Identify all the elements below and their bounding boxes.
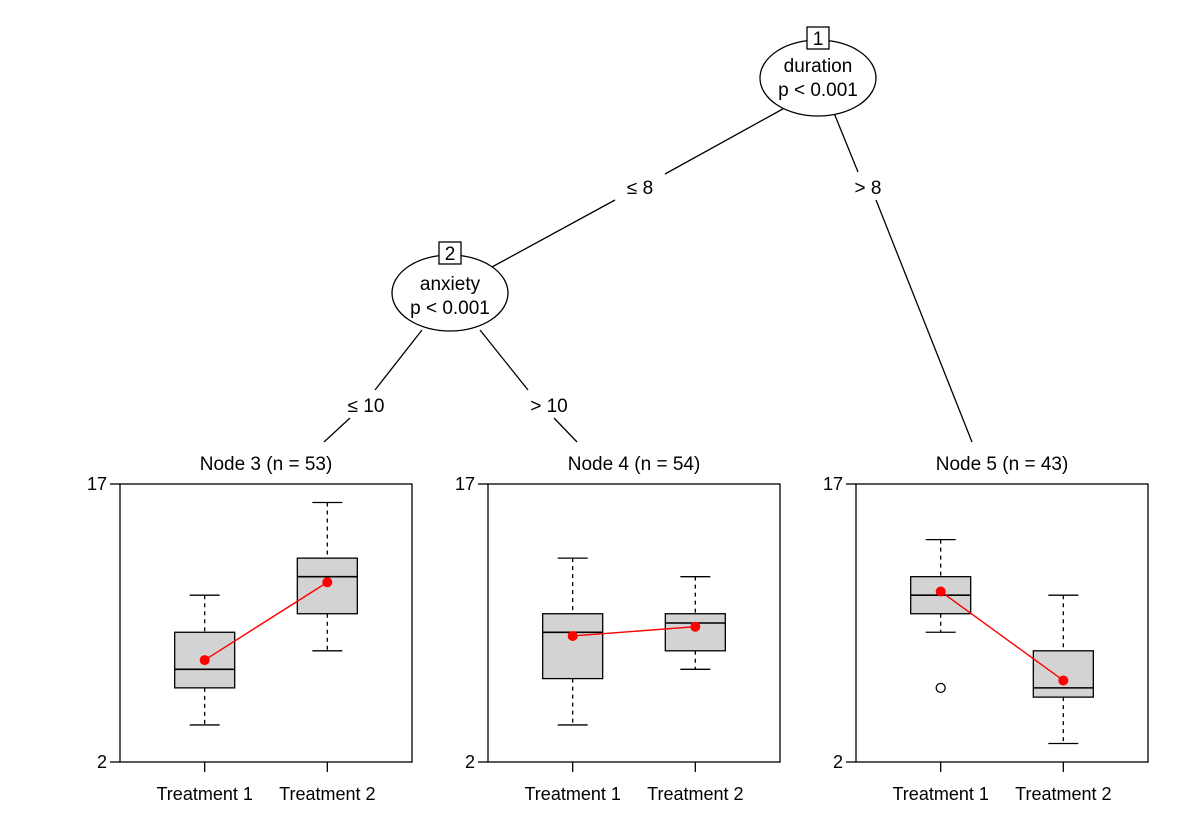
node-pvalue: p < 0.001 bbox=[778, 80, 858, 101]
x-tick-label: Treatment 2 bbox=[1015, 784, 1111, 804]
node-variable: duration bbox=[784, 56, 853, 77]
box-treatment-2 bbox=[296, 501, 358, 652]
panel-frame bbox=[487, 483, 781, 763]
box-treatment-2 bbox=[664, 576, 726, 670]
iqr-box bbox=[1032, 650, 1094, 698]
panel-frame bbox=[855, 483, 1149, 763]
mean-connector-line bbox=[572, 626, 696, 637]
x-tick-label: Treatment 2 bbox=[647, 784, 743, 804]
inner-node-2: 2 anxiety p < 0.001 bbox=[391, 241, 509, 332]
edge-line-node2-right-upper bbox=[479, 329, 529, 391]
box-treatment-1 bbox=[542, 557, 604, 726]
edge-label-le-10: ≤ 10 bbox=[348, 396, 385, 417]
inner-node-1: 1 duration p < 0.001 bbox=[759, 26, 877, 117]
mean-connector-line bbox=[204, 581, 328, 661]
mean-point bbox=[322, 577, 333, 588]
edge-line-node1-left-upper bbox=[664, 104, 791, 175]
panel-frame bbox=[119, 483, 413, 763]
box-treatment-1 bbox=[174, 594, 236, 726]
y-tick-label: 17 bbox=[455, 474, 475, 494]
node-id: 2 bbox=[445, 244, 456, 265]
y-tick-label: 17 bbox=[823, 474, 843, 494]
iqr-box bbox=[542, 613, 604, 680]
y-tick-label: 2 bbox=[465, 752, 475, 772]
y-tick-label: 17 bbox=[87, 474, 107, 494]
box-treatment-1 bbox=[910, 538, 972, 694]
panel-title: Node 4 (n = 54) bbox=[568, 454, 701, 475]
box-treatment-2 bbox=[1032, 594, 1094, 745]
node-pvalue: p < 0.001 bbox=[410, 298, 490, 319]
edge-line-node1-right-lower bbox=[875, 199, 973, 443]
panel-title: Node 5 (n = 43) bbox=[936, 454, 1069, 475]
edge-label-le-8: ≤ 8 bbox=[627, 178, 653, 199]
edge-line-node2-right-lower bbox=[553, 417, 578, 443]
edge-line-node2-left-upper bbox=[374, 329, 423, 391]
outlier-point bbox=[935, 682, 946, 694]
mean-point bbox=[690, 621, 701, 632]
x-tick-label: Treatment 2 bbox=[279, 784, 375, 804]
x-tick-label: Treatment 1 bbox=[524, 784, 620, 804]
tree-edges bbox=[323, 104, 973, 443]
node-id-box bbox=[806, 26, 830, 50]
edge-labels: ≤ 8 > 8 ≤ 10 > 10 bbox=[348, 178, 882, 417]
mean-point bbox=[935, 586, 946, 597]
x-tick-label: Treatment 1 bbox=[156, 784, 252, 804]
mean-point bbox=[1058, 675, 1069, 686]
edge-label-gt-10: > 10 bbox=[530, 396, 568, 417]
panel-title: Node 3 (n = 53) bbox=[200, 454, 333, 475]
edge-line-node2-left-lower bbox=[323, 417, 351, 443]
edge-label-gt-8: > 8 bbox=[855, 178, 882, 199]
y-tick-label: 2 bbox=[833, 752, 843, 772]
y-tick-label: 2 bbox=[97, 752, 107, 772]
edge-line-node1-left-lower bbox=[491, 199, 616, 268]
mean-point bbox=[199, 655, 210, 666]
mean-point bbox=[567, 630, 578, 641]
iqr-box bbox=[664, 613, 726, 652]
x-tick-label: Treatment 1 bbox=[892, 784, 988, 804]
mean-connector-line bbox=[940, 590, 1064, 682]
edge-line-node1-right-upper bbox=[833, 112, 859, 173]
node-ellipse bbox=[759, 39, 877, 117]
node-id: 1 bbox=[813, 29, 824, 50]
node-id-box bbox=[438, 241, 462, 265]
node-variable: anxiety bbox=[420, 274, 481, 295]
